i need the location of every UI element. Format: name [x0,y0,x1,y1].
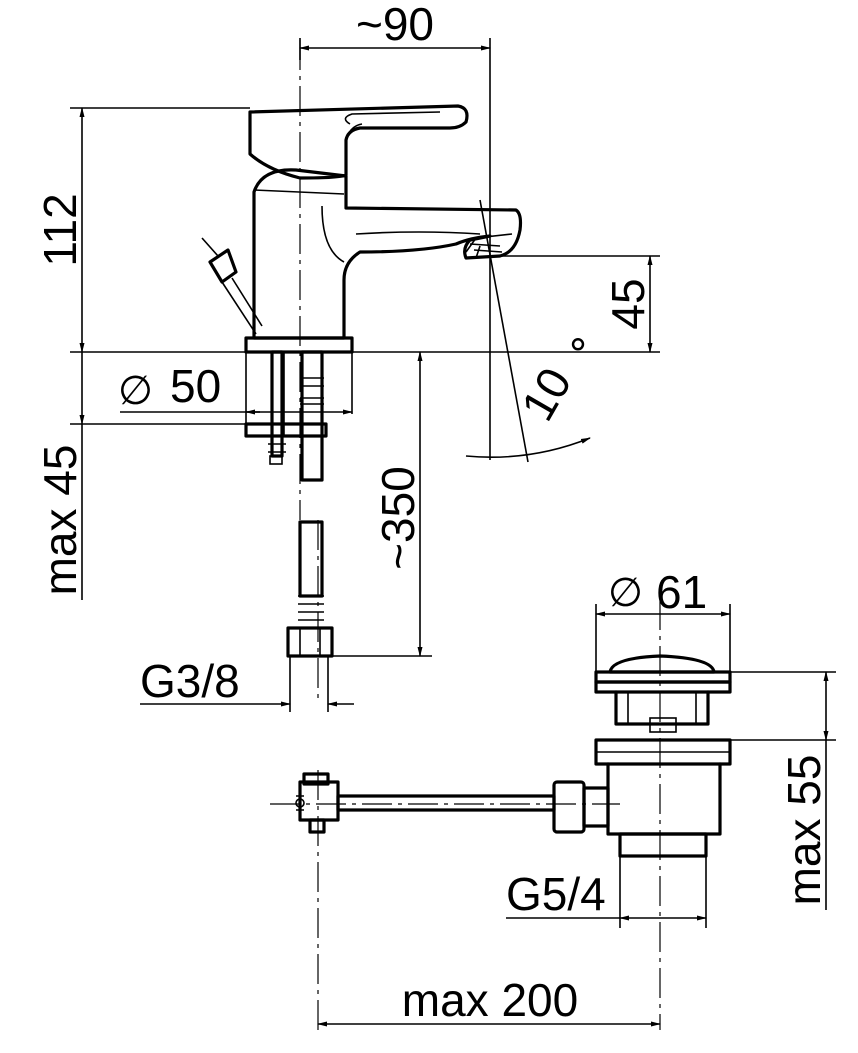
dim-spout-angle: 10 ° [465,199,591,463]
dim-spout-height-label: 45 [602,278,654,329]
dim-deck-thickness-label: max 45 [34,445,86,596]
dim-waste-thread: G5/4 [506,856,707,928]
dim-deck-thickness: max 45 [34,352,246,600]
dim-hole-diameter: ∅ 50 [118,352,353,424]
dim-body-width-label: ~90 [356,0,434,50]
degree-symbol: ° [568,332,588,378]
dim-waste-diameter: ∅ 61 [595,566,731,672]
dim-hole-diameter-label: 50 [170,360,221,412]
dim-hose-length: ~350 [332,351,432,657]
dim-hose-thread: G3/8 [140,655,354,712]
dim-waste-height: max 55 [730,671,836,910]
dim-waste-height-label: max 55 [778,755,830,906]
pop-up-waste [295,654,732,858]
diameter-symbol-waste: ∅ [608,570,643,616]
dim-rod-length-label: max 200 [402,974,578,1026]
dim-spout-height: 45 [420,255,660,353]
dim-hose-length-label: ~350 [372,466,424,570]
mixer-body [201,104,523,354]
dim-waste-diameter-label: 61 [656,566,707,618]
dim-mixer-height: 112 [34,107,420,353]
under-deck-fittings [244,350,328,482]
center-lines [270,40,661,1030]
diameter-symbol: ∅ [118,368,153,414]
supply-hose [286,520,334,658]
dim-body-width: ~90 [299,0,491,460]
dim-mixer-height-label: 112 [34,193,86,266]
dim-waste-thread-label: G5/4 [506,868,606,920]
dim-hose-thread-label: G3/8 [140,655,240,707]
dim-rod-length: max 200 [317,974,661,1027]
